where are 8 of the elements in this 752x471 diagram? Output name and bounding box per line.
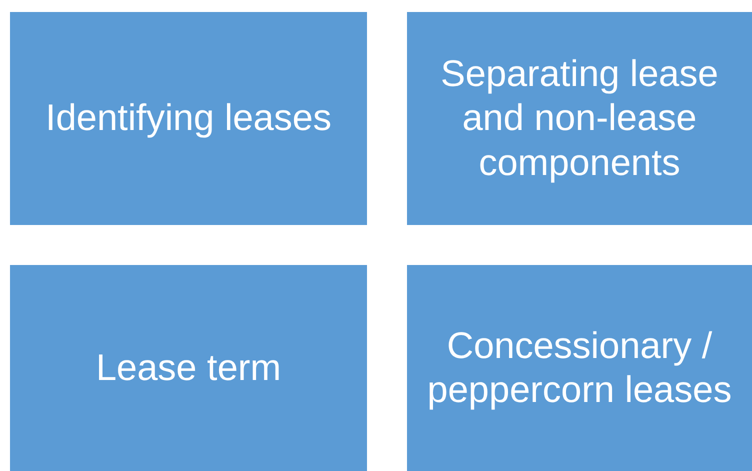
box-label: Lease term (96, 346, 282, 390)
box-label: Separating lease and non-lease components (440, 52, 720, 185)
box-label: Identifying leases (46, 96, 332, 140)
process-box (10, 265, 367, 471)
process-box (407, 12, 752, 225)
process-box (10, 12, 367, 225)
process-box (407, 265, 752, 471)
box-label: Concessionary / peppercorn leases (426, 324, 733, 412)
